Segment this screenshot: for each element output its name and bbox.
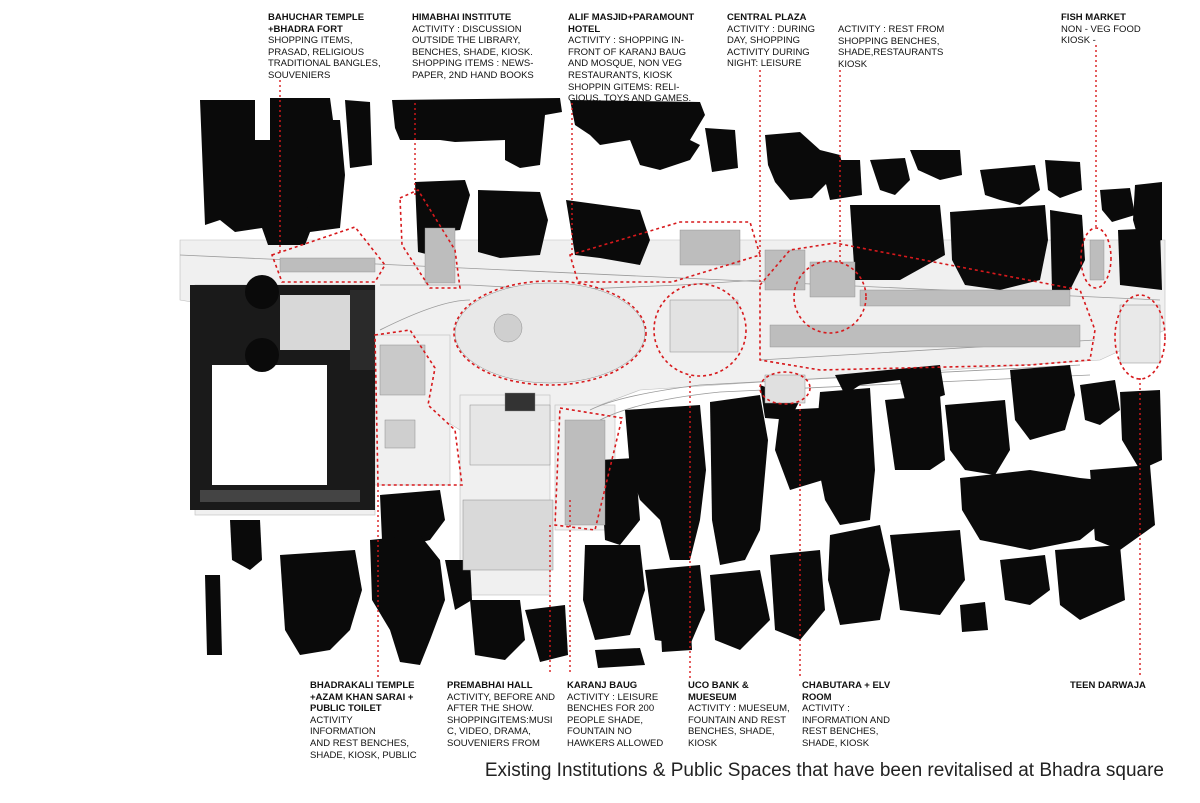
- label-text: ACTIVITY : REST FROM SHOPPING BENCHES, S…: [838, 24, 945, 70]
- zone-bahuchar: [270, 226, 386, 283]
- label-text: SHOPPING ITEMS, PRASAD, RELIGIOUS TRADIT…: [268, 35, 381, 81]
- zone-teen-darwaja: [1114, 294, 1166, 380]
- label-text: ACTIVITY : DISCUSSION OUTSIDE THE LIBRAR…: [412, 23, 534, 81]
- figure-caption: Existing Institutions & Public Spaces th…: [484, 760, 1164, 781]
- label-premabhai-hall: PREMABHAI HALL ACTIVITY, BEFORE AND AFTE…: [447, 680, 557, 750]
- zone-central-plaza: [759, 242, 1096, 371]
- label-title: BAHUCHAR TEMPLE +BHADRA FORT: [268, 12, 365, 35]
- label-text: ACTIVITY : MUESEUM, FOUNTAIN AND REST BE…: [688, 703, 790, 749]
- label-text: ACTIVITY : INFORMATION AND REST BENCHES,…: [802, 703, 890, 749]
- label-alif-masjid: ALIF MASJID+PARAMOUNT HOTEL ACTIVITY : S…: [568, 12, 718, 105]
- label-bhadrakali-temple: BHADRAKALI TEMPLE +AZAM KHAN SARAI + PUB…: [310, 680, 420, 761]
- label-title: KARANJ BAUG: [567, 680, 638, 691]
- label-title: ALIF MASJID+PARAMOUNT HOTEL: [568, 12, 695, 35]
- label-title: PREMABHAI HALL: [447, 680, 533, 691]
- label-text: ACTIVITY : LEISURE BENCHES FOR 200 PEOPL…: [567, 691, 664, 749]
- label-karanj-baug: KARANJ BAUG ACTIVITY : LEISURE BENCHES F…: [567, 680, 677, 750]
- label-fish-market: FISH MARKET NON - VEG FOOD KIOSK -: [1061, 12, 1161, 47]
- zone-fish-market: [1080, 227, 1112, 289]
- label-chabutara: CHABUTARA + ELV ROOM ACTIVITY : INFORMAT…: [802, 680, 902, 750]
- zone-bhadrakali: [374, 329, 463, 486]
- label-rest-area: ACTIVITY : REST FROM SHOPPING BENCHES, S…: [838, 24, 958, 70]
- zone-rest: [793, 260, 867, 334]
- label-title: FISH MARKET: [1061, 12, 1126, 23]
- label-text: ACTIVITY : DURING DAY, SHOPPING ACTIVITY…: [727, 23, 815, 70]
- label-title: UCO BANK & MUESEUM: [688, 680, 749, 703]
- label-text: ACTIVITY, BEFORE AND AFTER THE SHOW. SHO…: [447, 691, 556, 749]
- zone-alif: [569, 221, 761, 283]
- label-title: HIMABHAI INSTITUTE: [412, 12, 512, 23]
- label-title: CENTRAL PLAZA: [727, 12, 807, 23]
- bhadra-fort-plan: [190, 275, 375, 510]
- label-title: BHADRAKALI TEMPLE +AZAM KHAN SARAI + PUB…: [310, 680, 415, 715]
- zone-himabhai: [399, 188, 461, 289]
- zone-uco: [653, 283, 747, 377]
- plaza-details: [379, 282, 1161, 571]
- revitalised-zone-outlines: [270, 188, 1166, 531]
- label-himabhai-institute: HIMABHAI INSTITUTE ACTIVITY : DISCUSSION…: [412, 12, 562, 82]
- label-text: NON - VEG FOOD KIOSK -: [1061, 23, 1141, 47]
- label-teen-darwaja: TEEN DARWAJA: [1070, 680, 1180, 692]
- label-text: ACTIVITY INFORMATION AND REST BENCHES, S…: [310, 714, 417, 761]
- zone-karanj-baug: [453, 280, 647, 386]
- label-central-plaza: CENTRAL PLAZA ACTIVITY : DURING DAY, SHO…: [727, 12, 837, 70]
- label-title: CHABUTARA + ELV ROOM: [802, 680, 891, 703]
- leader-lines: [279, 45, 1141, 678]
- zone-chabutara: [759, 371, 811, 405]
- label-text: ACTIVITY : SHOPPING IN- FRONT OF KARANJ …: [568, 35, 692, 105]
- stall-rows: [279, 227, 1105, 526]
- label-uco-bank: UCO BANK & MUESEUM ACTIVITY : MUESEUM, F…: [688, 680, 798, 750]
- label-bahuchar-temple: BAHUCHAR TEMPLE +BHADRA FORT SHOPPING IT…: [268, 12, 403, 82]
- label-title: TEEN DARWAJA: [1070, 680, 1146, 691]
